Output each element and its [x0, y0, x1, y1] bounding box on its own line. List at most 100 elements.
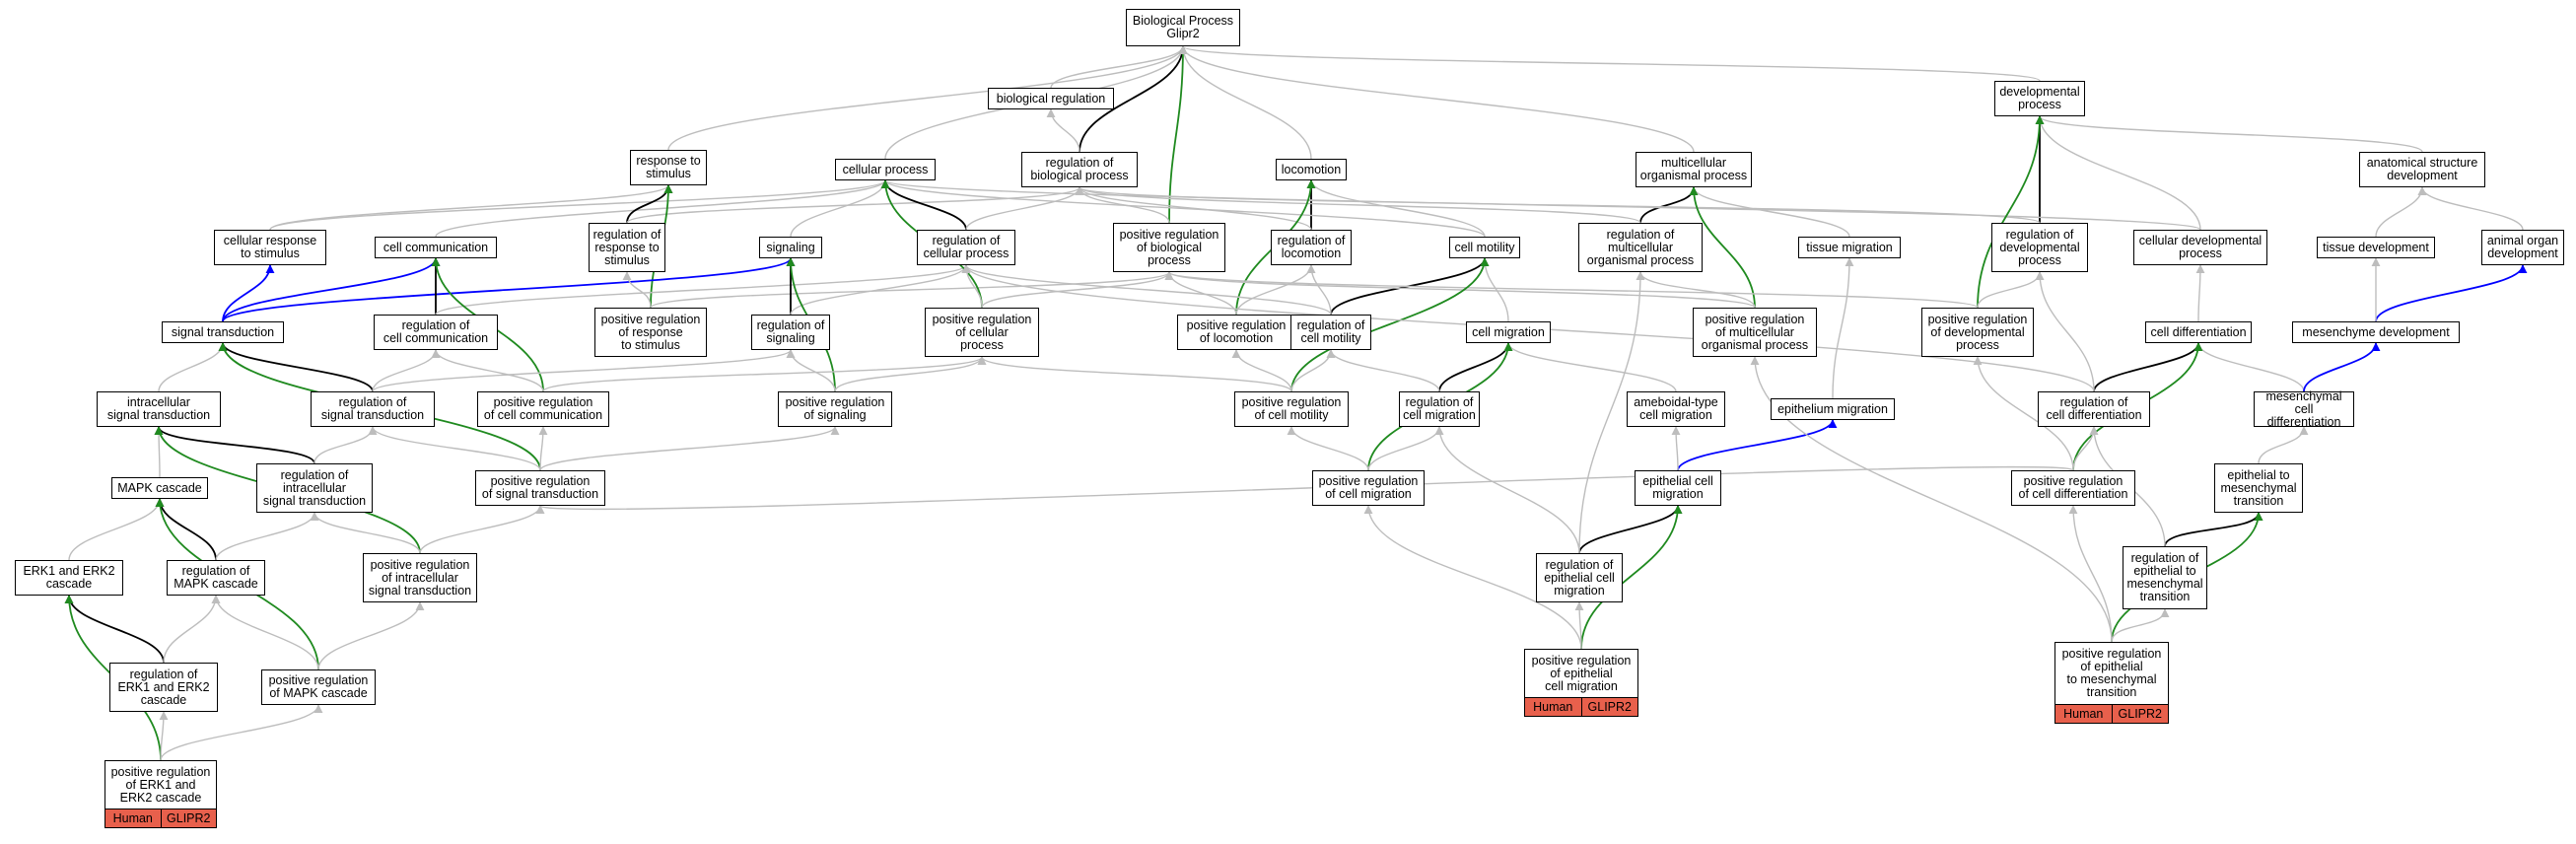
- go-term-amoeboid[interactable]: ameboidal-type cell migration: [1627, 391, 1725, 427]
- edge-is-a: [626, 186, 1084, 224]
- organism-label: Human: [1533, 699, 1573, 714]
- go-term-animorg[interactable]: animal organ development: [2481, 230, 2564, 265]
- go-term-intracell[interactable]: intracellular signal transduction: [97, 391, 221, 427]
- go-term-regintra[interactable]: regulation of intracellular signal trans…: [256, 463, 373, 513]
- go-term-celldiff[interactable]: cell differentiation: [2145, 321, 2252, 343]
- go-term-regcellcomm[interactable]: regulation of cell communication: [374, 315, 498, 350]
- edge-is-a: [790, 179, 890, 238]
- go-term-posregsigtrans[interactable]: positive regulation of signal transducti…: [475, 470, 605, 506]
- go-term-regsig[interactable]: regulation of signaling: [751, 315, 830, 350]
- go-term-regemt[interactable]: regulation of epithelial to mesenchymal …: [2123, 546, 2207, 609]
- go-term-cellproc[interactable]: cellular process: [835, 159, 936, 180]
- go-term-emt[interactable]: epithelial to mesenchymal transition: [2214, 463, 2303, 513]
- edge-part-of: [1079, 45, 1188, 153]
- go-term-regepimig[interactable]: regulation of epithelial cell migration: [1536, 553, 1623, 602]
- go-term-mescelldiff[interactable]: mesenchymal cell differentiation: [2254, 389, 2354, 428]
- go-term-locomotion[interactable]: locomotion: [1276, 159, 1347, 180]
- go-term-posregcellcomm[interactable]: positive regulation of cell communicatio…: [477, 391, 609, 427]
- go-term-mesdev[interactable]: mesenchyme development: [2292, 321, 2460, 343]
- edge-is-a: [1503, 342, 1677, 392]
- go-term-cellmot[interactable]: cell motility: [1449, 237, 1520, 258]
- edge-is-a: [1973, 356, 2074, 471]
- go-term-celldev[interactable]: cellular developmental process: [2133, 230, 2267, 265]
- go-term-anatdev[interactable]: anatomical structure development: [2359, 152, 2485, 187]
- go-term-tissdev[interactable]: tissue development: [2317, 237, 2435, 258]
- edge-is-a: [1287, 426, 1369, 471]
- edge-is-a: [2111, 608, 2170, 643]
- go-term-epicellmig[interactable]: epithelial cell migration: [1635, 470, 1721, 506]
- go-term-regcellmot[interactable]: regulation of cell motility: [1290, 315, 1371, 350]
- go-term-bioreg[interactable]: biological regulation: [988, 88, 1114, 109]
- go-term-posregmulti[interactable]: positive regulation of multicellular org…: [1693, 308, 1817, 357]
- edge-is-a: [2258, 426, 2309, 464]
- go-term-erk[interactable]: ERK1 and ERK2 cascade: [15, 560, 123, 596]
- go-term-mapk[interactable]: MAPK cascade: [111, 477, 208, 499]
- edge-is-a: [1178, 45, 1695, 153]
- edge-is-a: [158, 342, 228, 392]
- go-term-posregcellmot[interactable]: positive regulation of cell motility: [1234, 391, 1349, 427]
- go-term-posregcellmig[interactable]: positive regulation of cell migration: [1312, 470, 1425, 506]
- edge-is-a: [1363, 505, 1582, 650]
- gene-label: GLIPR2: [160, 809, 217, 827]
- go-term-regsigtrans[interactable]: regulation of signal transduction: [311, 391, 435, 427]
- edge-part-of: [1639, 186, 1699, 224]
- edge-is-a: [2035, 115, 2423, 153]
- go-term-sigtrans[interactable]: signal transduction: [162, 321, 284, 343]
- go-term-tissmig[interactable]: tissue migration: [1798, 237, 1901, 258]
- edge-is-a: [834, 356, 987, 392]
- go-term-posregresp[interactable]: positive regulation of response to stimu…: [594, 308, 707, 357]
- edge-is-a: [1480, 257, 1509, 322]
- go-term-posregmapk[interactable]: positive regulation of MAPK cascade: [261, 669, 376, 705]
- organism-label: Human: [2063, 706, 2104, 721]
- go-term-posregsig[interactable]: positive regulation of signaling: [778, 391, 892, 427]
- edge-positively-regulates: [1689, 186, 1756, 309]
- go-term-cellresp[interactable]: cellular response to stimulus: [214, 230, 326, 265]
- go-term-posregerk[interactable]: positive regulation of ERK1 and ERK2 cas…: [104, 760, 217, 809]
- edge-is-a: [1164, 271, 1979, 309]
- gene-label: GLIPR2: [1580, 697, 1638, 716]
- go-term-regmulti[interactable]: regulation of multicellular organismal p…: [1578, 223, 1703, 272]
- annotation-badge[interactable]: Human GLIPR2: [1524, 696, 1638, 717]
- go-term-regbio[interactable]: regulation of biological process: [1021, 152, 1138, 187]
- go-term-regcellmig[interactable]: regulation of cell migration: [1399, 391, 1480, 427]
- edge-is-a: [1578, 271, 1645, 554]
- edge-is-a: [1306, 179, 1486, 238]
- go-term-posregbio[interactable]: positive regulation of biological proces…: [1113, 223, 1225, 272]
- edge-is-a: [215, 512, 319, 561]
- edge-is-a: [269, 184, 673, 231]
- go-term-regresp[interactable]: regulation of response to stimulus: [589, 223, 665, 272]
- edge-is-a: [372, 349, 796, 392]
- edge-is-a: [650, 271, 1174, 309]
- go-term-cellmig[interactable]: cell migration: [1466, 321, 1551, 343]
- go-term-bp[interactable]: Biological Process Glipr2: [1126, 9, 1240, 46]
- go-term-posregcelldiff[interactable]: positive regulation of cell differentiat…: [2011, 470, 2135, 506]
- go-term-respstim[interactable]: response to stimulus: [630, 150, 707, 185]
- go-term-posregintra[interactable]: positive regulation of intracellular sig…: [363, 553, 477, 602]
- go-term-regcelldiff[interactable]: regulation of cell differentiation: [2038, 391, 2150, 427]
- edge-is-a: [159, 711, 169, 761]
- edge-is-a: [1306, 264, 1332, 316]
- go-term-regmapk[interactable]: regulation of MAPK cascade: [167, 560, 265, 596]
- edge-is-a: [538, 426, 548, 471]
- edge-part-of: [64, 595, 165, 664]
- go-term-regloco[interactable]: regulation of locomotion: [1271, 230, 1352, 265]
- edge-is-a: [1434, 426, 1580, 554]
- go-term-devproc[interactable]: developmental process: [1994, 81, 2085, 116]
- go-term-regdev[interactable]: regulation of developmental process: [1991, 223, 2088, 272]
- edge-part-of: [154, 426, 315, 464]
- go-term-signaling[interactable]: signaling: [759, 237, 822, 258]
- go-term-posregcellproc[interactable]: positive regulation of cellular process: [925, 308, 1039, 357]
- go-term-epimig[interactable]: epithelium migration: [1771, 398, 1895, 420]
- go-term-posregdev[interactable]: positive regulation of developmental pro…: [1921, 308, 2034, 357]
- go-term-regcellproc[interactable]: regulation of cellular process: [917, 230, 1015, 265]
- go-term-posregepimig[interactable]: positive regulation of epithelial cell m…: [1524, 649, 1638, 698]
- edge-is-a: [880, 179, 1486, 238]
- go-term-regerk[interactable]: regulation of ERK1 and ERK2 cascade: [109, 663, 218, 712]
- go-term-cellcomm[interactable]: cell communication: [375, 237, 497, 258]
- go-term-multiorg[interactable]: multicellular organismal process: [1636, 152, 1752, 187]
- go-term-posregemt[interactable]: positive regulation of epithelial to mes…: [2054, 642, 2169, 705]
- go-term-posregloco[interactable]: positive regulation of locomotion: [1177, 315, 1295, 350]
